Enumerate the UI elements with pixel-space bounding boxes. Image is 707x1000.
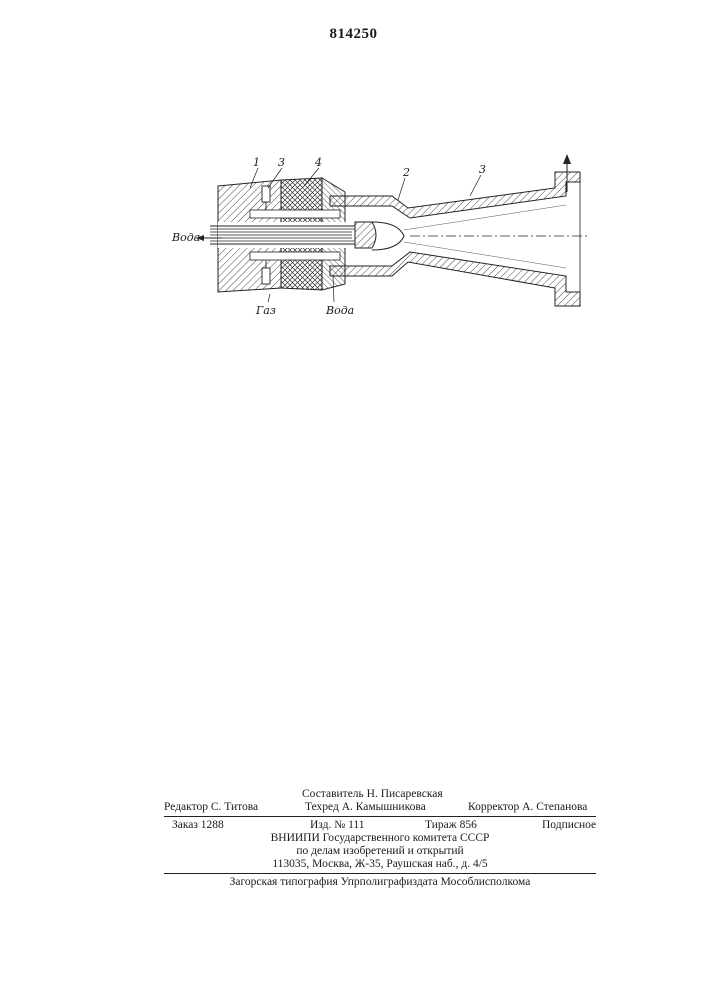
compiler: Составитель Н. Писаревская [302, 788, 443, 801]
subscription: Подписное [542, 819, 596, 832]
corrector: Корректор А. Степанова [468, 801, 587, 814]
credits-row-1: Составитель Н. Писаревская [164, 788, 596, 801]
label-water-inlet: Вода [171, 231, 200, 244]
label-part-2: 2 [402, 166, 410, 179]
label-part-3: 3 [278, 156, 285, 169]
label-gas: Газ [255, 304, 276, 317]
nozzle-lower-wall [330, 252, 580, 306]
techred: Техред А. Камышникова [305, 801, 426, 814]
org-line-1: ВНИИПИ Государственного комитета СССР [164, 832, 596, 845]
nozzle-upper-wall [330, 172, 580, 218]
divider-bottom [164, 873, 596, 874]
credits-row-2: Редактор С. Титова Техред А. Камышникова… [164, 801, 596, 814]
label-part-1: 1 [253, 156, 260, 169]
label-water-outlet: Вода [325, 304, 354, 317]
label-part-5: 3 [479, 163, 486, 176]
org-line-2: по делам изобретений и открытий [164, 845, 596, 858]
nozzle-cross-section-drawing: 1 3 4 2 3 Вода Газ Вода [0, 0, 707, 400]
electrode-tip [355, 222, 376, 248]
divider-top [164, 816, 596, 817]
address: 113035, Москва, Ж-35, Раушская наб., д. … [164, 858, 596, 871]
printer-name: Загорская типография Упрполиграфиздата М… [164, 876, 596, 889]
imprint-footer: Составитель Н. Писаревская Редактор С. Т… [164, 788, 596, 889]
publication-row: Заказ 1288 Изд. № 111 Тираж 856 Подписно… [164, 819, 596, 832]
editor: Редактор С. Титова [164, 801, 258, 814]
edition-number: Изд. № 111 [310, 819, 365, 832]
order-number: Заказ 1288 [172, 819, 224, 832]
print-run: Тираж 856 [425, 819, 477, 832]
label-part-4: 4 [314, 156, 322, 169]
